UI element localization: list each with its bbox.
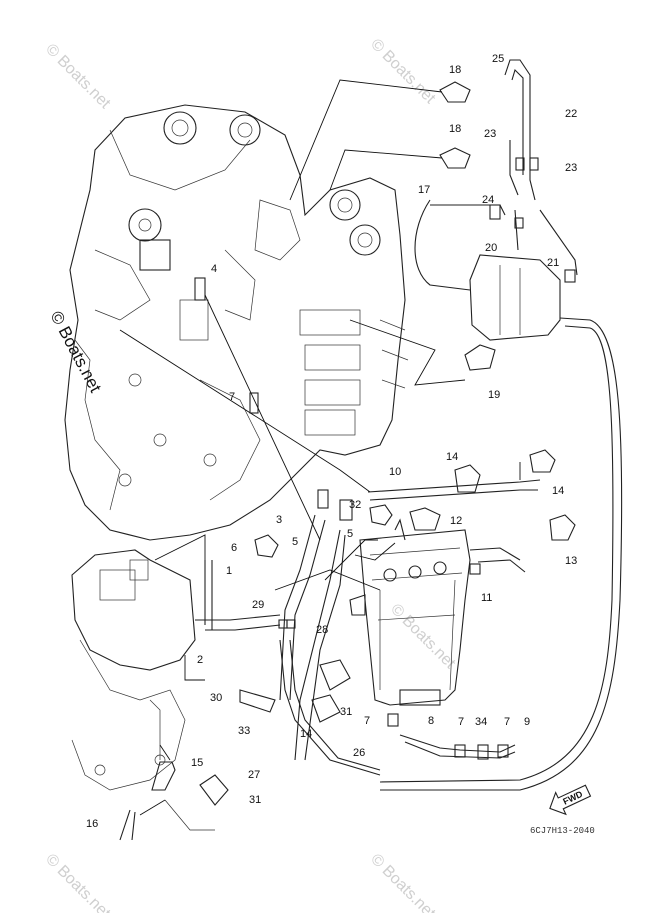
callout-11: 11 bbox=[481, 592, 492, 604]
callout-14-b: 14 bbox=[552, 485, 564, 497]
small-parts bbox=[194, 81, 576, 760]
callout-30: 30 bbox=[210, 692, 222, 704]
callout-19: 19 bbox=[488, 389, 500, 401]
callout-22: 22 bbox=[565, 108, 577, 120]
callout-14-c: 14 bbox=[300, 728, 312, 740]
watermark-top-left: © Boats.net bbox=[42, 41, 114, 113]
callout-15: 15 bbox=[191, 757, 203, 769]
callout-25: 25 bbox=[492, 53, 504, 65]
callout-31-a: 31 bbox=[340, 706, 352, 718]
callout-10: 10 bbox=[389, 466, 401, 478]
callout-33: 33 bbox=[238, 725, 250, 737]
drawing-code: 6CJ7H13-2040 bbox=[530, 826, 595, 836]
callout-labels: 1 2 3 4 5 5 6 7 7 7 7 8 9 10 11 12 13 14… bbox=[86, 53, 577, 830]
callout-18-b: 18 bbox=[449, 123, 461, 135]
watermark-side: © Boats.net bbox=[46, 308, 105, 396]
callout-16: 16 bbox=[86, 818, 98, 830]
callout-13: 13 bbox=[565, 555, 577, 567]
fwd-arrow-icon bbox=[549, 784, 592, 816]
callout-1: 1 bbox=[226, 565, 232, 577]
callout-27: 27 bbox=[248, 769, 260, 781]
callout-31-b: 31 bbox=[249, 794, 261, 806]
callout-29: 29 bbox=[252, 599, 264, 611]
fuel-filter-assembly bbox=[349, 529, 471, 706]
callout-14-a: 14 bbox=[446, 451, 458, 463]
forward-direction-badge: FWD bbox=[549, 784, 592, 816]
callout-8: 8 bbox=[428, 715, 434, 727]
callout-9: 9 bbox=[524, 716, 530, 728]
callout-28: 28 bbox=[316, 624, 328, 636]
callout-26: 26 bbox=[353, 747, 365, 759]
callout-7-b: 7 bbox=[364, 715, 370, 727]
callout-2: 2 bbox=[197, 654, 203, 666]
engine-block bbox=[64, 104, 409, 541]
callout-7-a: 7 bbox=[229, 391, 235, 403]
callout-34: 34 bbox=[475, 716, 487, 728]
callout-21: 21 bbox=[547, 257, 559, 269]
callout-32: 32 bbox=[349, 499, 361, 511]
callout-23-b: 23 bbox=[565, 162, 577, 174]
callout-7-d: 7 bbox=[504, 716, 510, 728]
callout-24: 24 bbox=[482, 194, 494, 206]
callout-20: 20 bbox=[485, 242, 497, 254]
callout-3: 3 bbox=[276, 514, 282, 526]
callout-12: 12 bbox=[450, 515, 462, 527]
lower-left-assembly bbox=[71, 549, 229, 841]
callout-5-a: 5 bbox=[292, 536, 298, 548]
vapor-separator bbox=[469, 254, 561, 341]
watermark-top-right: © Boats.net bbox=[367, 36, 439, 108]
callout-6: 6 bbox=[231, 542, 237, 554]
callout-18-a: 18 bbox=[449, 64, 461, 76]
callout-17: 17 bbox=[418, 184, 430, 196]
callout-7-c: 7 bbox=[458, 716, 464, 728]
watermark-bottom-left: © Boats.net bbox=[42, 851, 114, 913]
watermark-bottom-right: © Boats.net bbox=[367, 851, 439, 913]
callout-4: 4 bbox=[211, 263, 217, 275]
callout-5-b: 5 bbox=[347, 528, 353, 540]
hose-layer bbox=[195, 59, 623, 791]
watermark-mid-right: © Boats.net bbox=[387, 601, 459, 673]
leader-lines bbox=[119, 79, 521, 816]
callout-23-a: 23 bbox=[484, 128, 496, 140]
